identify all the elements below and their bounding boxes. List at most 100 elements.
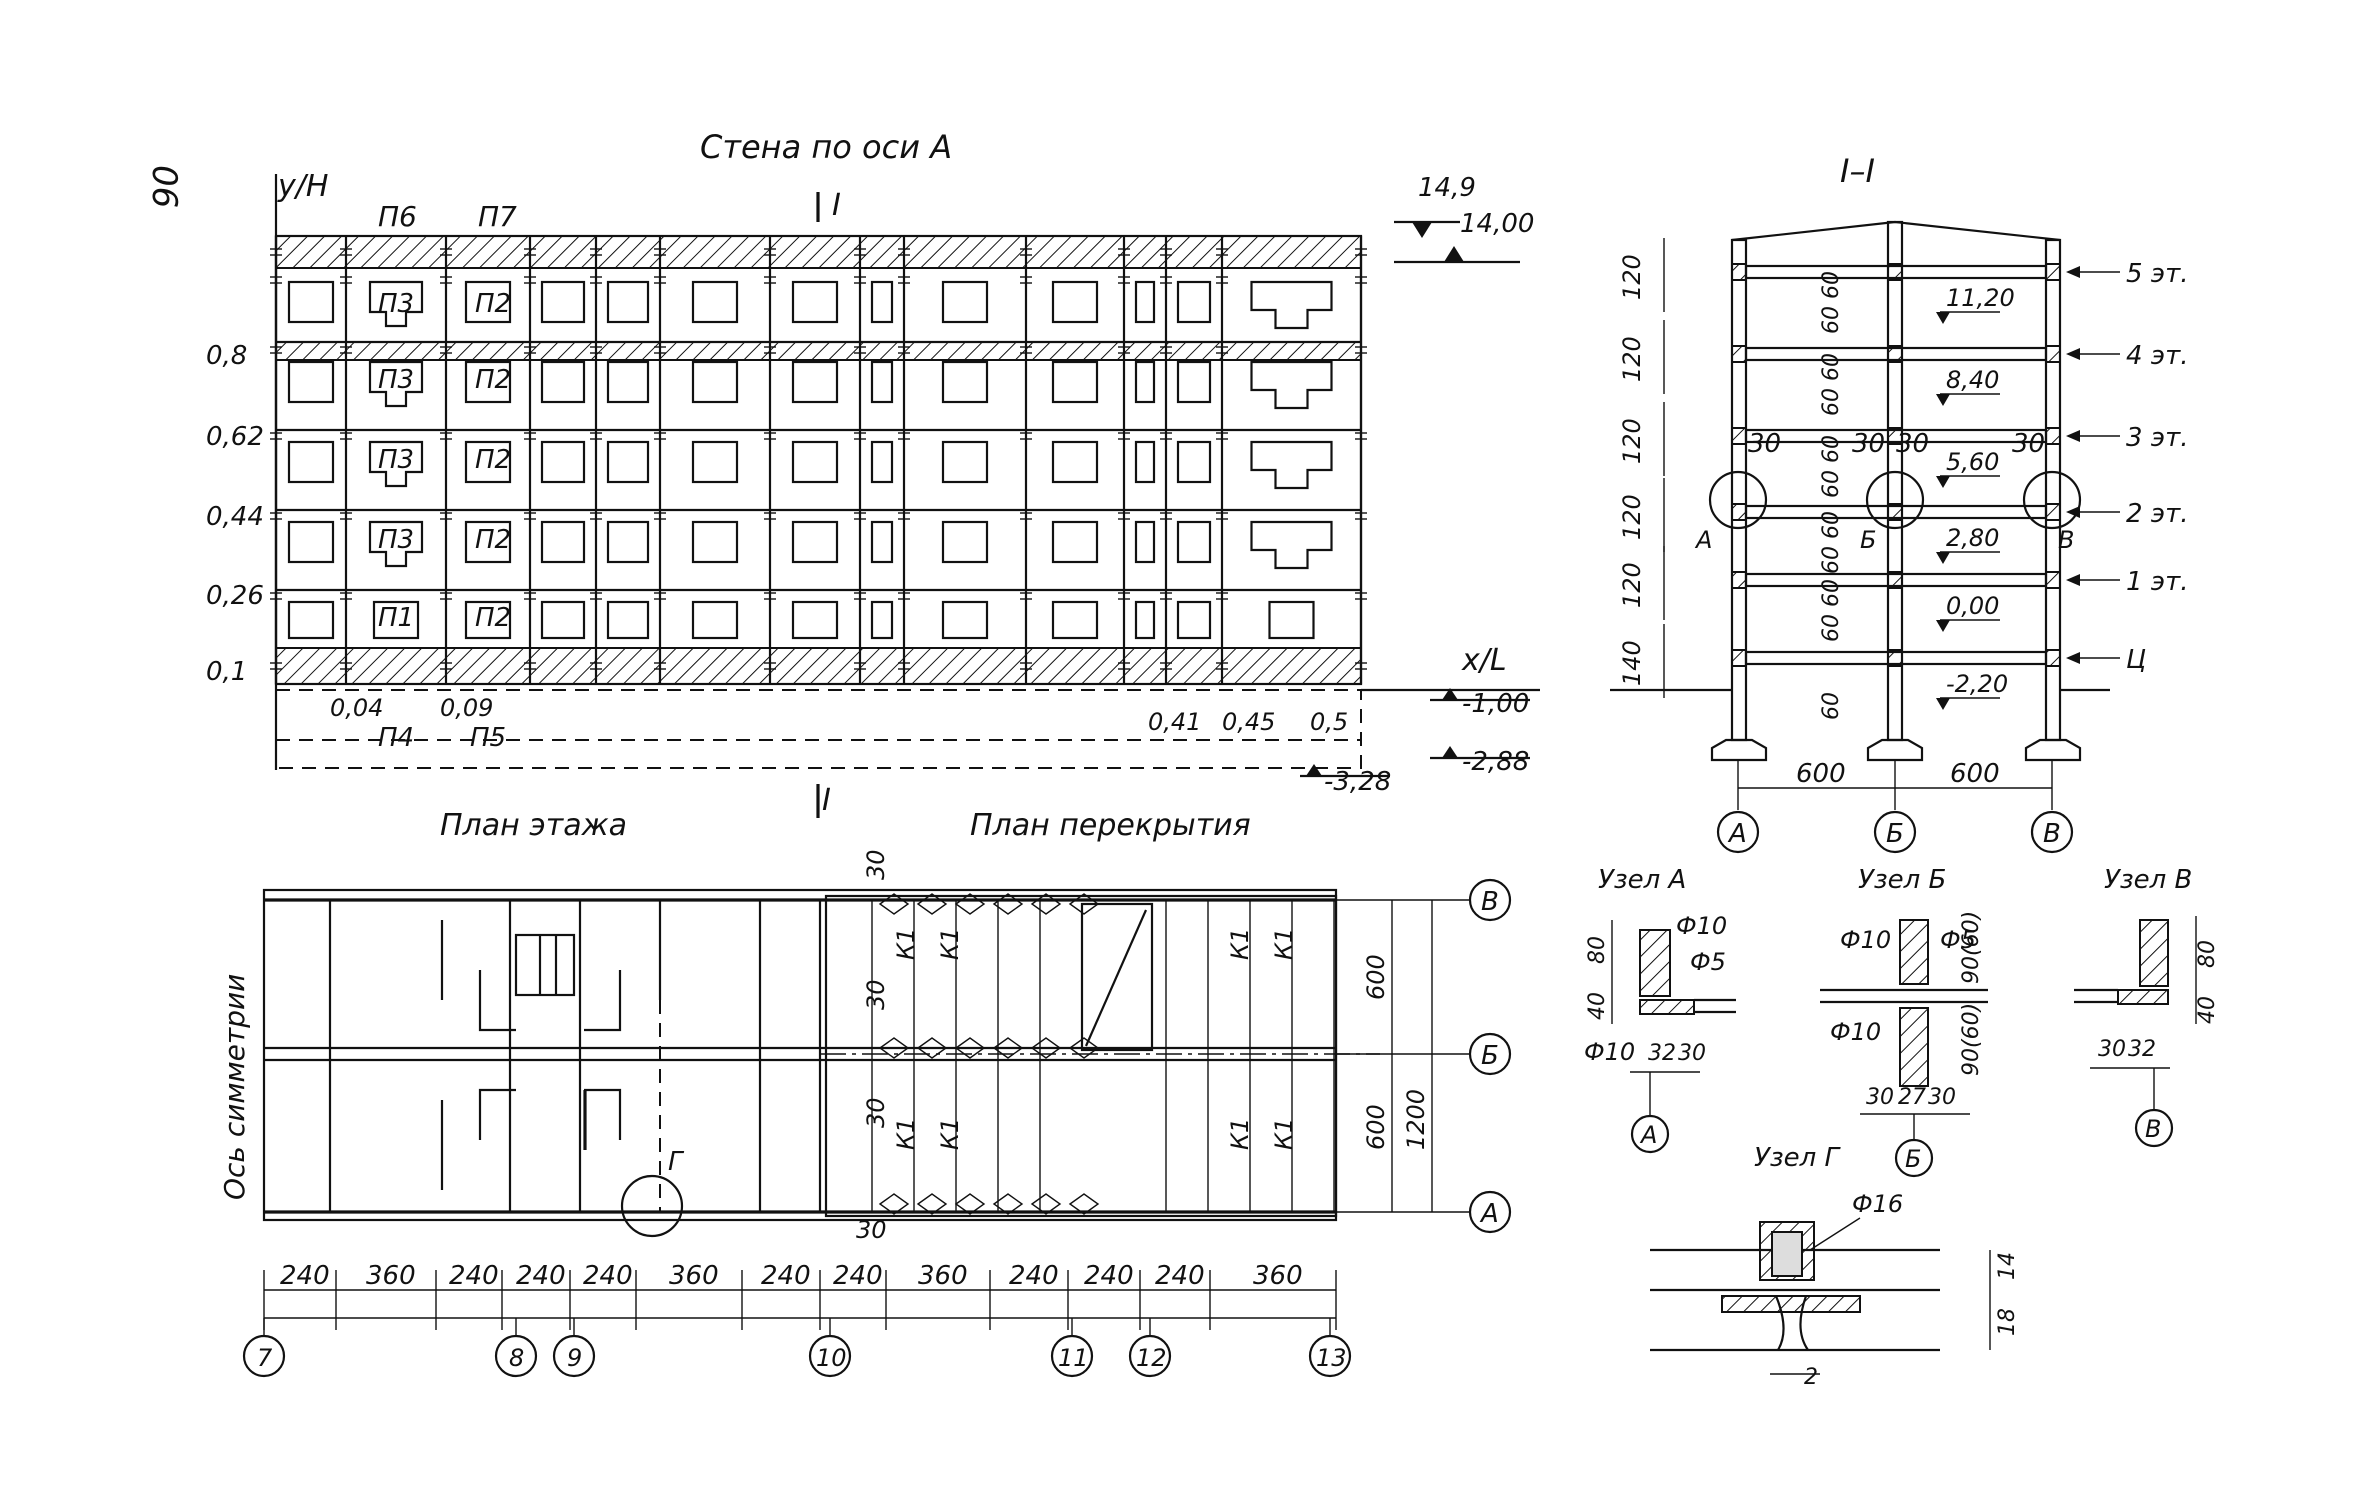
dim-value: 240 xyxy=(1155,1261,1205,1291)
window xyxy=(791,280,839,324)
axis-b-plan xyxy=(1468,1032,1512,1076)
node-b-dim-27: 27 xyxy=(1898,1085,1926,1110)
x-tick-0.45: 0,45 xyxy=(1222,708,1275,736)
window xyxy=(1051,360,1099,404)
height-mid: 60 60 xyxy=(1819,435,1844,498)
axis-bubble xyxy=(1308,1334,1352,1378)
key-joint xyxy=(992,1193,1024,1215)
axis-bubble xyxy=(1128,1334,1172,1378)
slab-bearing-a xyxy=(1731,263,1747,281)
foundation-outline xyxy=(275,689,1362,769)
window xyxy=(464,280,512,324)
slab-bearing-b xyxy=(1887,649,1903,667)
window xyxy=(691,360,739,404)
window-p3 xyxy=(368,520,424,568)
elev-marker xyxy=(1936,394,1950,406)
node-v-slab xyxy=(2117,989,2169,1005)
elevation: 2,80 xyxy=(1946,524,1999,552)
floor-arrowhead xyxy=(2066,430,2080,442)
window xyxy=(606,520,650,564)
key-joint xyxy=(916,1193,948,1215)
window xyxy=(791,360,839,404)
x-tick-0.09: 0,09 xyxy=(440,694,493,722)
dim-value: 240 xyxy=(516,1261,566,1291)
page-number: 06 xyxy=(144,165,184,208)
dim-value: 240 xyxy=(583,1261,633,1291)
roof-band xyxy=(275,235,1362,269)
node-g-title: Узел Г xyxy=(1754,1143,1842,1173)
node-a-axis-label: А xyxy=(1639,1121,1657,1149)
axis-b-plan-label: Б xyxy=(1481,1041,1499,1071)
node-a-dim-40: 40 xyxy=(1585,992,1610,1020)
height-left: 120 xyxy=(1618,336,1646,382)
floor-plan-title: План этажа xyxy=(440,808,627,843)
slab-bearing-a xyxy=(1731,427,1747,445)
node-a-rebar-1: Ф10 xyxy=(1676,912,1727,940)
window xyxy=(791,600,839,640)
node-b-mark: Б xyxy=(1860,526,1876,554)
footing-v xyxy=(2024,738,2082,762)
y-tick-0.44: 0,44 xyxy=(206,502,264,532)
slab-label: К1 xyxy=(936,928,964,960)
window xyxy=(1176,280,1212,324)
axis-v-plan-label: В xyxy=(1481,887,1499,917)
dim-30-b2: 30 xyxy=(1896,429,1929,459)
stair-well xyxy=(514,933,576,997)
axis-bubble xyxy=(552,1334,596,1378)
node-v-circle xyxy=(2022,470,2082,530)
node-a-slab xyxy=(1639,999,1695,1015)
window xyxy=(606,600,650,640)
window xyxy=(941,280,989,324)
level-14.00: 14,00 xyxy=(1460,209,1534,239)
node-g-plate xyxy=(1721,1295,1861,1313)
window xyxy=(606,280,650,324)
height-mid: 60 60 xyxy=(1819,511,1844,574)
slab-bearing-v xyxy=(2045,649,2061,667)
window xyxy=(606,360,650,404)
balcony-window xyxy=(1250,520,1333,570)
window-p3 xyxy=(368,440,424,488)
axis-bubble xyxy=(494,1334,538,1378)
wall-elevation: Стена по оси А y/H x/L I I П6 П7 0,8 0, xyxy=(206,128,1540,818)
node-g-concrete xyxy=(1771,1231,1803,1277)
label-p2-3: П2 xyxy=(475,445,511,475)
window xyxy=(1051,280,1099,324)
key-joint xyxy=(1030,1193,1062,1215)
window xyxy=(691,280,739,324)
key-joint xyxy=(878,893,910,915)
node-b-axis-label: Б xyxy=(1905,1145,1921,1173)
slab-bearing-v xyxy=(2045,263,2061,281)
node-g-joint xyxy=(1774,1295,1809,1351)
elevation: 5,60 xyxy=(1946,448,1999,476)
node-g-mark: Г xyxy=(668,1147,685,1177)
x-tick-0.5: 0,5 xyxy=(1310,708,1348,736)
slab-bearing-a xyxy=(1731,649,1747,667)
window xyxy=(1176,600,1212,640)
window xyxy=(870,520,894,564)
window xyxy=(1176,520,1212,564)
span-1: 600 xyxy=(1796,759,1846,789)
node-a-rebar-3: Ф10 xyxy=(1584,1038,1635,1066)
level-14.00-marker xyxy=(1444,246,1464,262)
dim-value: 240 xyxy=(280,1261,330,1291)
level-1.00-marker xyxy=(1442,688,1458,700)
key-joint xyxy=(1030,1037,1062,1059)
roof xyxy=(1731,220,2061,242)
balcony-window xyxy=(1250,440,1333,490)
node-b-dim-30a: 30 xyxy=(1866,1085,1894,1110)
level-2.88-marker xyxy=(1442,746,1458,758)
node-a-wall xyxy=(1639,929,1671,997)
wall-title: Стена по оси А xyxy=(700,128,952,166)
key-joint xyxy=(992,893,1024,915)
node-b-wall-top xyxy=(1899,919,1929,985)
window xyxy=(691,440,739,484)
window xyxy=(540,440,586,484)
dim-value: 360 xyxy=(1253,1261,1303,1291)
node-a-dim-32: 32 xyxy=(1648,1041,1676,1066)
slab-label: К1 xyxy=(1270,928,1298,960)
dim-value: 240 xyxy=(1084,1261,1134,1291)
floor-lines xyxy=(276,340,1361,592)
key-joint xyxy=(954,1037,986,1059)
slab-bearing-v xyxy=(2045,427,2061,445)
elev-marker xyxy=(1936,620,1950,632)
